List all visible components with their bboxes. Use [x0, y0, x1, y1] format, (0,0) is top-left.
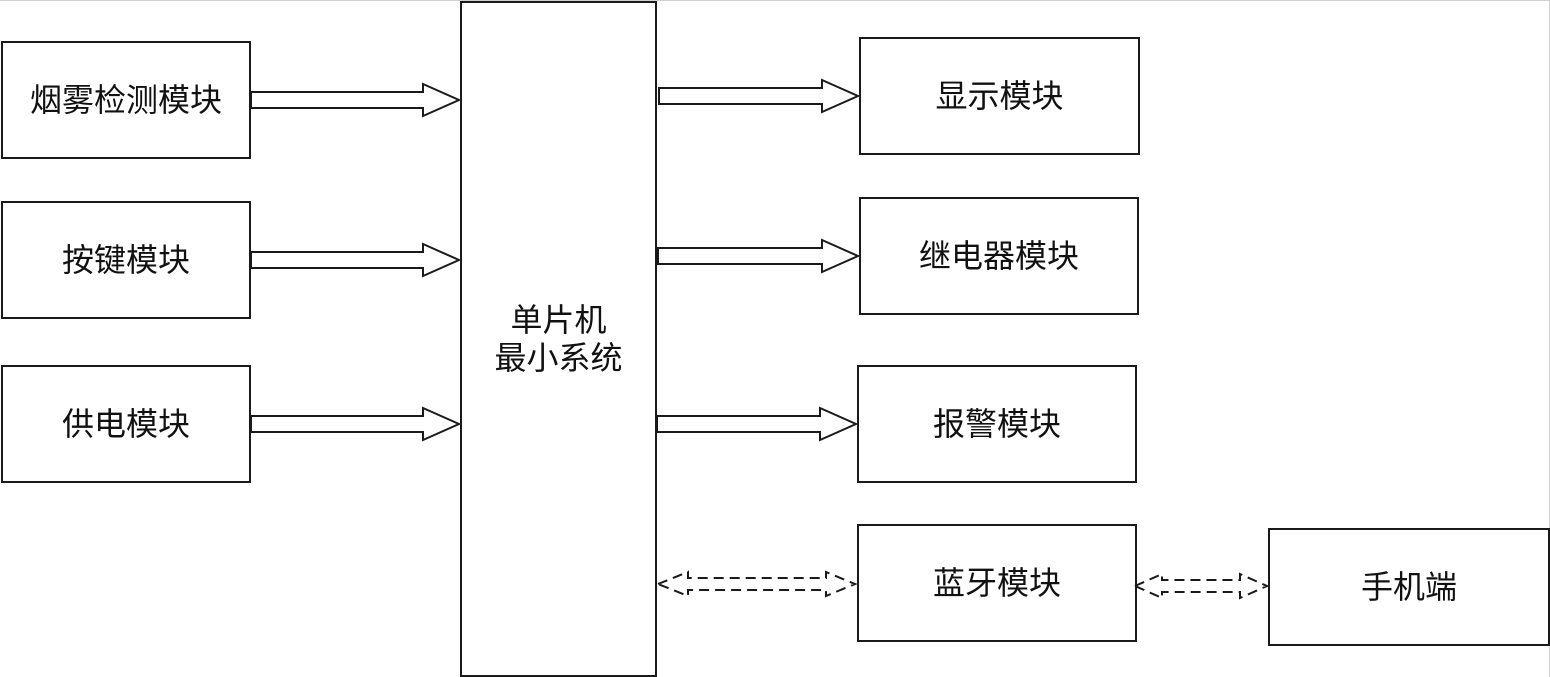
mcu-label: 单片机 最小系统 [494, 301, 622, 377]
arrow-mcu-to-alarm [656, 406, 859, 442]
mcu-minimum-system: 单片机 最小系统 [460, 1, 657, 677]
phone-terminal: 手机端 [1268, 528, 1550, 646]
arrow-mcu-to-display [658, 78, 861, 114]
alarm-module-label: 报警模块 [932, 405, 1061, 443]
power-module: 供电模块 [1, 365, 251, 483]
phone-terminal-label: 手机端 [1360, 568, 1457, 606]
mcu-label-line1: 单片机 [510, 301, 607, 339]
arrow-mcu-bluetooth-bidirectional [655, 570, 858, 598]
arrow-bluetooth-phone-bidirectional [1132, 572, 1270, 600]
key-module-label: 按键模块 [61, 241, 190, 279]
arrow-mcu-to-relay [657, 238, 861, 274]
power-module-label: 供电模块 [61, 405, 190, 443]
relay-module: 继电器模块 [859, 197, 1139, 315]
display-module: 显示模块 [859, 37, 1140, 155]
frame-top-edge [0, 0, 1550, 1]
smoke-detection-module: 烟雾检测模块 [1, 41, 251, 159]
arrow-smoke-to-mcu [250, 82, 462, 118]
alarm-module: 报警模块 [857, 365, 1137, 483]
relay-module-label: 继电器模块 [918, 237, 1079, 275]
display-module-label: 显示模块 [935, 77, 1064, 115]
arrow-keys-to-mcu [250, 242, 462, 278]
bluetooth-module: 蓝牙模块 [857, 524, 1137, 642]
bluetooth-module-label: 蓝牙模块 [932, 564, 1061, 602]
smoke-detection-label: 烟雾检测模块 [29, 81, 222, 119]
key-module: 按键模块 [1, 201, 251, 319]
arrow-power-to-mcu [250, 406, 462, 442]
mcu-label-line2: 最小系统 [494, 339, 623, 377]
